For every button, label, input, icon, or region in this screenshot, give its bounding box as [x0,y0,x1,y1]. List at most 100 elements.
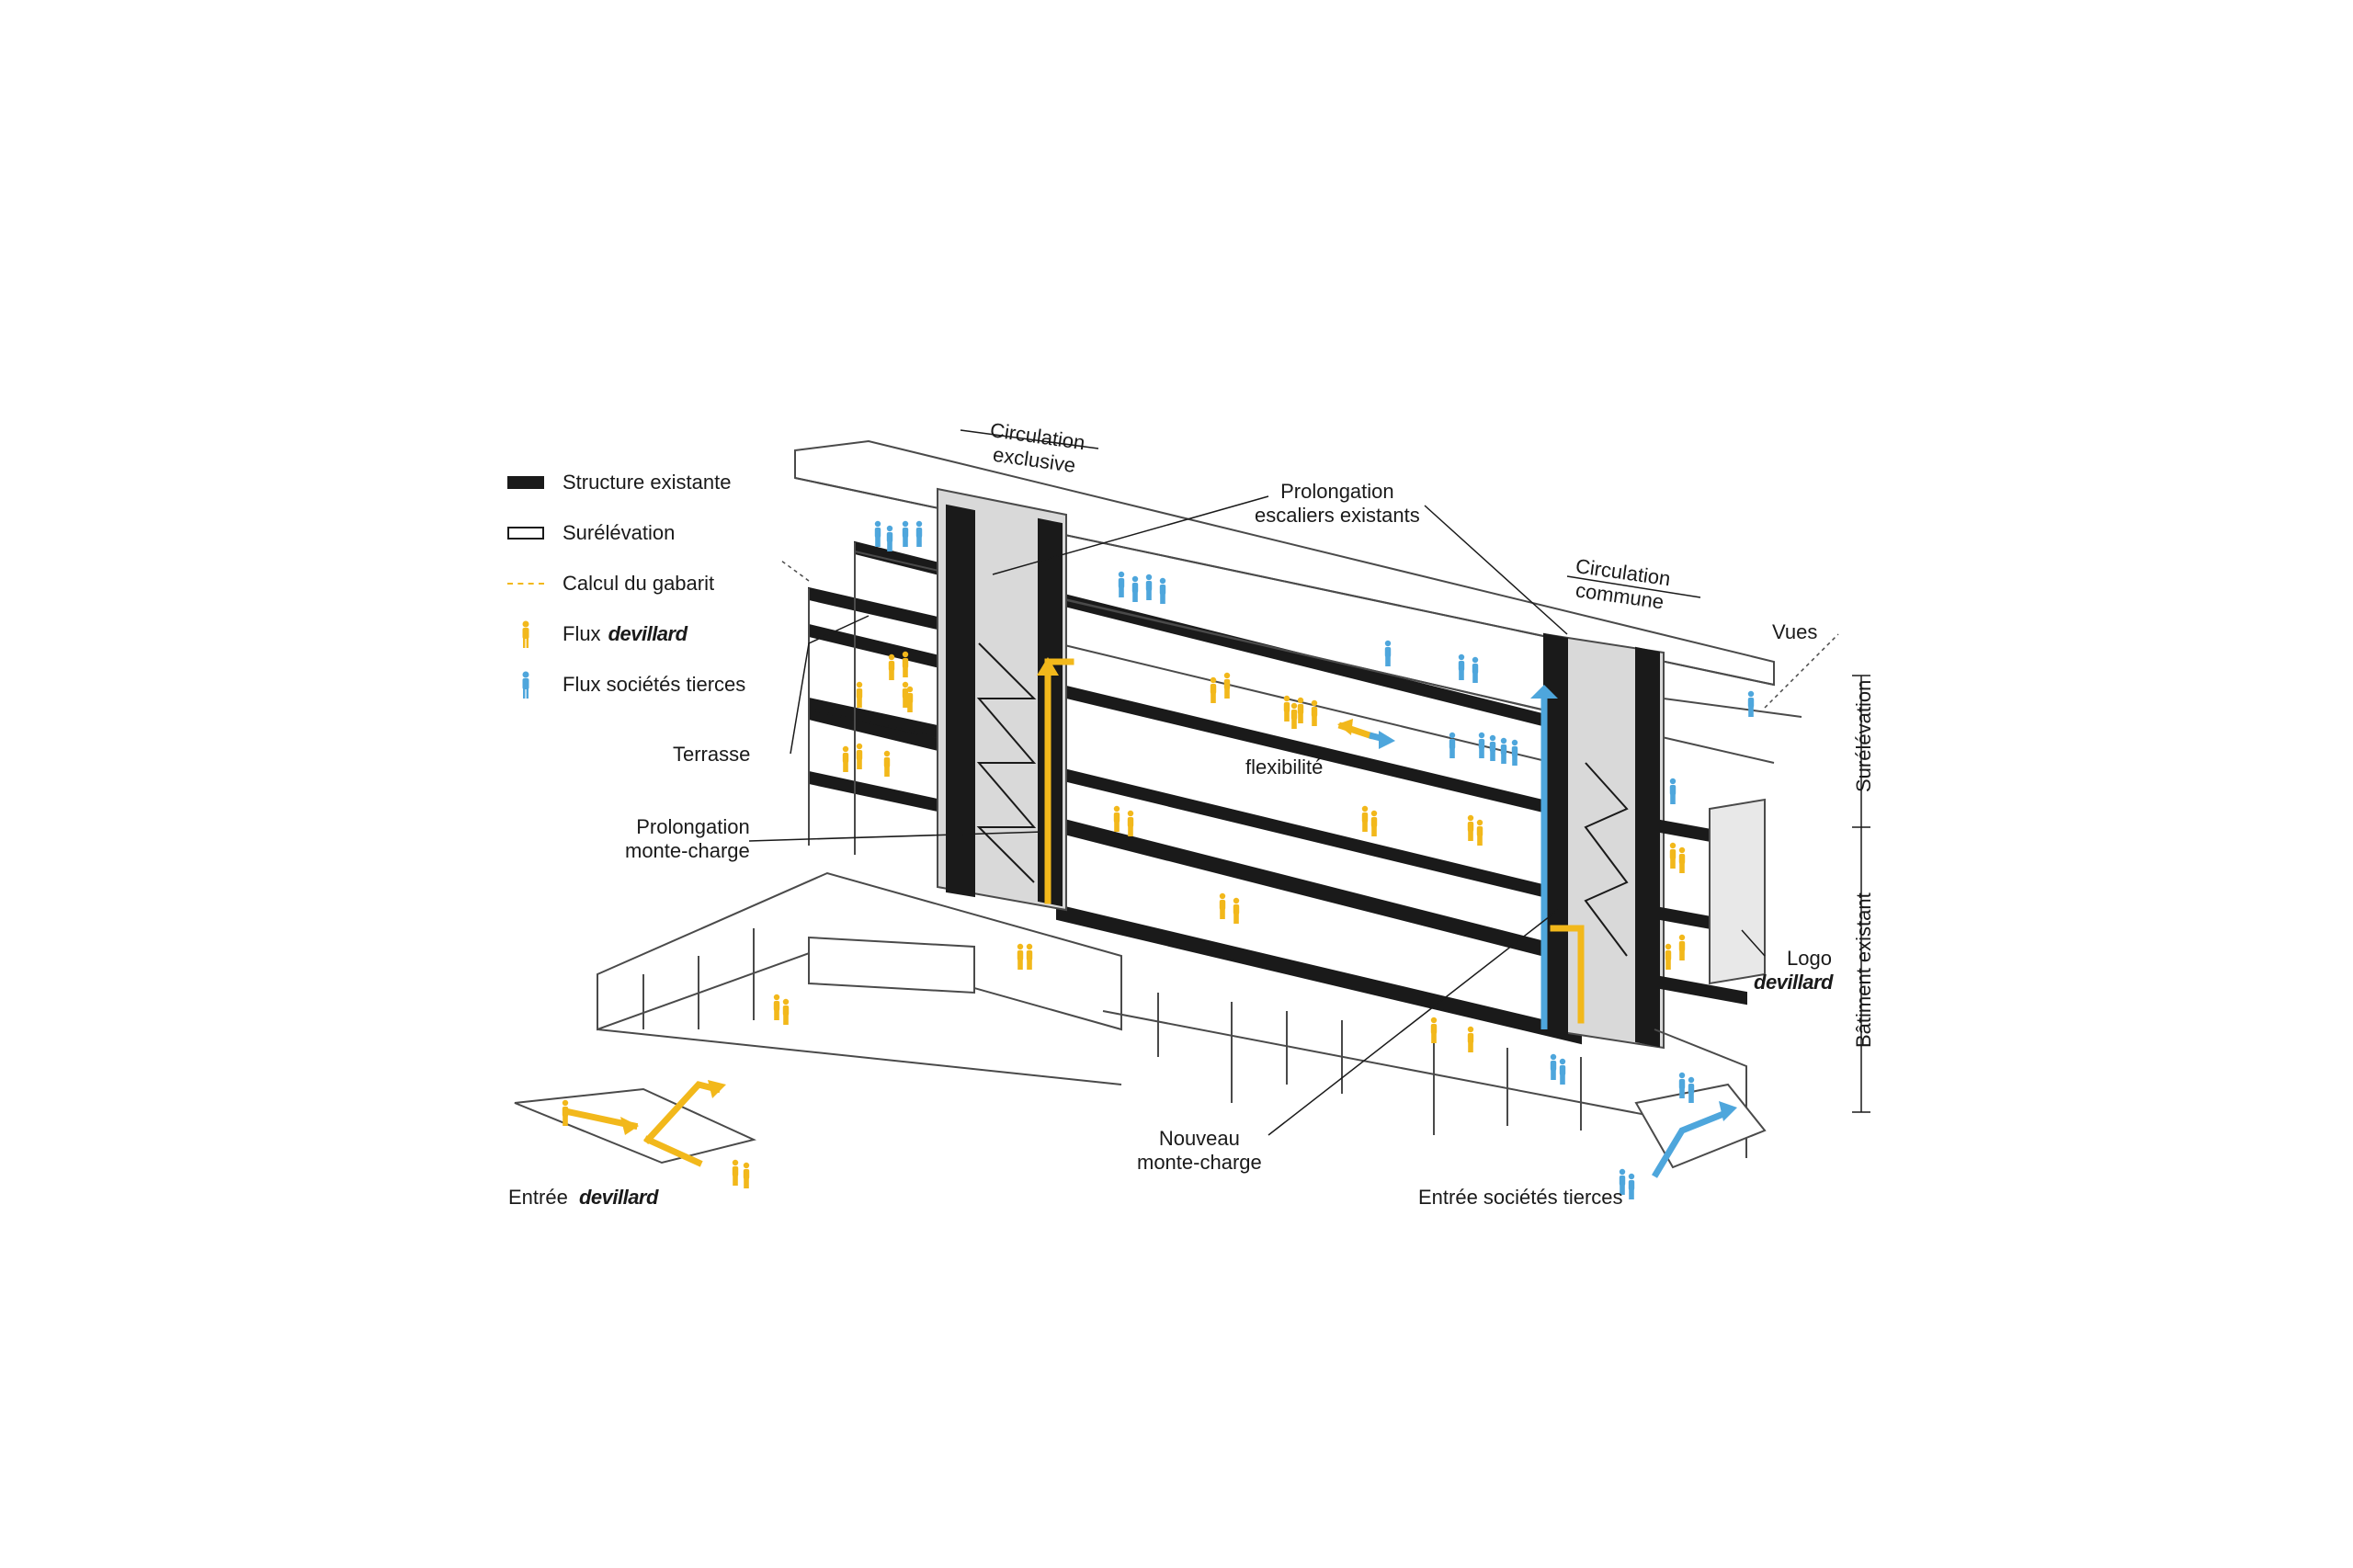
person-icon [732,1159,739,1186]
person-icon [915,520,923,547]
outline-swatch [507,527,544,540]
person-icon [1311,699,1318,726]
person-icon [562,1099,569,1126]
person-icon [1500,737,1507,764]
floor-slab-5 [1056,903,1582,1045]
person-icon [1678,934,1686,960]
legend-item-structure: Structure existante [507,469,731,496]
person-icon [1219,892,1226,919]
legend-label: Calcul du gabarit [563,572,715,595]
person-icon [902,681,909,708]
leader-logo [1741,929,1766,957]
label-vues: Vues [1772,620,1818,643]
solid-black-swatch [507,476,544,489]
circulation-commune-bracket [1566,575,1701,598]
person-icon [1747,690,1755,717]
label-prolongation-escaliers: Prolongation escaliers existants [1255,480,1420,528]
person-icon [1159,577,1166,604]
label-line: Prolongation [1280,480,1394,503]
legend-label: Surélévation [563,521,676,544]
person-icon [1550,1053,1557,1080]
person-icon [1118,571,1125,597]
person-icon [1430,1017,1438,1043]
person-icon [1361,805,1369,832]
person-icon [773,994,780,1020]
person-icon [1467,1026,1474,1052]
person-icon [1678,846,1686,873]
person-icon [1290,702,1298,729]
legend-label: Flux [563,622,601,645]
roof-slab [794,439,1775,687]
legend-item-gabarit: Calcul du gabarit [507,570,714,597]
person-icon [1678,1072,1686,1098]
person-icon [1026,943,1033,970]
person-icon [1628,1173,1635,1199]
dashed-orange-swatch [507,583,544,585]
person-icon [1472,656,1479,683]
person-icon [1127,810,1134,836]
person-icon [906,686,914,712]
label-line: Nouveau [1158,1127,1240,1150]
tiers-arrow-head [1530,685,1558,699]
person-icon [1210,676,1217,703]
person-icon [1449,732,1456,758]
person-icon [1467,814,1474,841]
legend-item-flux-tiers: Flux sociétés tierces [507,671,745,699]
person-icon [782,998,790,1025]
person-icon [1669,778,1677,804]
person-icon [1233,897,1240,924]
person-icon [1223,672,1231,699]
person-icon [1476,819,1483,846]
legend-item-flux-devillard: Flux devillard [507,620,688,648]
left-wing-slab-3 [808,770,938,812]
person-icon [1131,575,1139,602]
logo-panel [1709,798,1766,985]
leader-escaliers-left [992,495,1269,575]
devillard-arrow-head [1037,657,1059,676]
label-prolongation-monte-charge: Prolongation monte-charge [625,815,750,863]
person-icon [1017,943,1024,970]
person-icon [856,743,863,769]
person-icon [1297,697,1304,723]
devillard-people-icons [562,651,1686,1188]
person-icon [902,651,909,677]
label-logo: Logo devillard [1754,947,1833,994]
person-icon [1669,842,1677,869]
label-text: Entrée [508,1186,568,1209]
person-icon [883,750,891,777]
person-icon [1283,695,1290,722]
person-icon [1478,732,1485,758]
person-icon [1688,1076,1695,1103]
person-icon [1113,805,1120,832]
person-icon [1511,739,1518,766]
person-icon [842,745,849,772]
person-icon [886,525,893,551]
label-batiment-existant: Bâtiment existant [1852,892,1875,1048]
person-icon [1145,574,1153,600]
leader-prolongation-monte [748,831,1044,842]
person-icon [874,520,881,547]
view-arrow-left [780,560,810,582]
leader-nouveau-monte [1267,909,1559,1136]
person-icon [1370,810,1378,836]
tiers-people-icons [874,520,1755,1199]
label-terrasse: Terrasse [673,743,751,766]
person-icon [1458,653,1465,680]
person-icon [1489,734,1496,761]
devillard-logo-text: devillard [608,622,688,645]
label-flexibilite: flexibilité [1245,756,1324,778]
person-icon [1559,1058,1566,1085]
person-icon [856,681,863,708]
person-icon [1665,943,1672,970]
label-line: monte-charge [625,839,750,862]
devillard-logo-text: devillard [1754,971,1833,994]
legend-label: Structure existante [563,471,732,494]
circulation-exclusive-bracket [960,429,1099,449]
blue-person-icon [507,671,544,699]
label-entree-societes-tierces: Entrée sociétés tierces [1418,1186,1623,1209]
floor-slab-3 [808,706,1646,923]
person-icon [743,1162,750,1188]
yellow-person-icon [507,620,544,648]
